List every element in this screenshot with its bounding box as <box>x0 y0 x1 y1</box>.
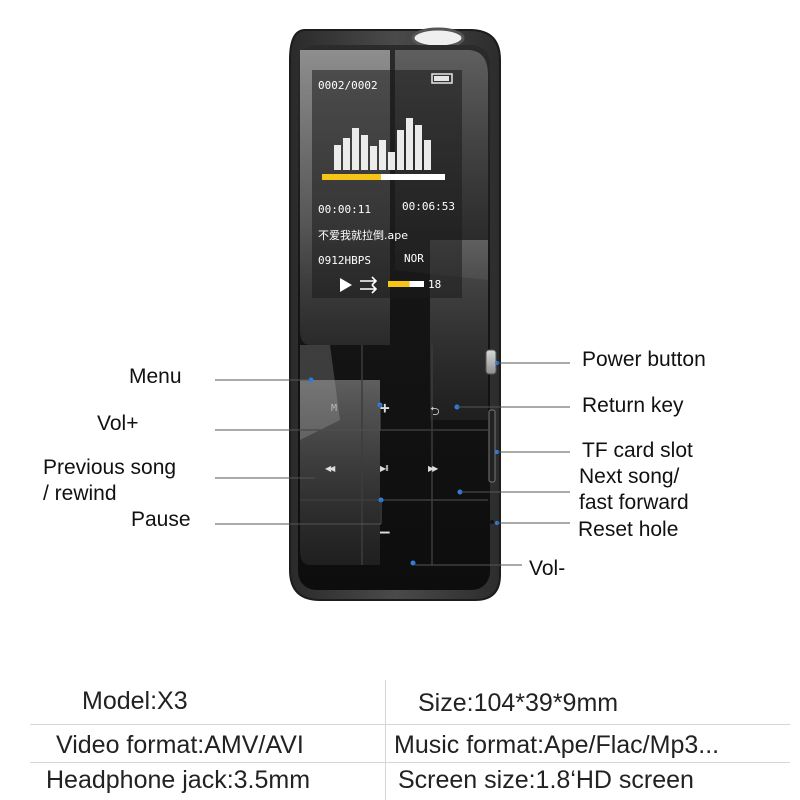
menu-key[interactable]: M <box>331 403 338 414</box>
progress-fill <box>322 174 381 180</box>
spec-model: Model:X3 <box>82 687 188 715</box>
display-screen <box>312 70 462 298</box>
vol-down-key[interactable]: – <box>380 522 390 541</box>
spec-music-format: Music format:Ape/Flac/Mp3... <box>394 731 720 759</box>
return-key[interactable]: ⮌ <box>430 404 440 418</box>
callout-next-song: Next song/ <box>579 465 680 488</box>
reset-hole <box>490 520 494 524</box>
screen-repeat-icon <box>360 276 378 294</box>
time-elapsed: 00:00:11 <box>318 203 371 216</box>
spec-headphone-jack: Headphone jack:3.5mm <box>46 766 311 794</box>
song-title: 不爱我就拉倒.ape <box>318 229 408 242</box>
spec-divider-2 <box>30 762 790 763</box>
key-dots <box>308 361 499 566</box>
volume-fill <box>388 281 410 287</box>
equalizer-bars <box>334 118 431 170</box>
callout-vol-minus: Vol- <box>529 557 566 580</box>
track-counter: 0002/0002 <box>318 79 378 92</box>
power-button <box>485 349 497 375</box>
spec-divider-vertical <box>385 680 386 800</box>
callout-menu: Menu <box>129 365 182 388</box>
volume-value: 18 <box>428 278 442 291</box>
spec-screen-size: Screen size:1.8‘HD screen <box>398 766 694 794</box>
callout-previous-song: Previous song <box>43 456 177 479</box>
callout-fast-forward: fast forward <box>579 491 689 514</box>
prev-key[interactable]: ◀◀ <box>325 464 335 473</box>
spec-size: Size:104*39*9mm <box>418 689 619 717</box>
next-key[interactable]: ▶▶ <box>428 464 438 473</box>
play-pause-key[interactable]: ▶II <box>380 464 389 473</box>
callout-tf-card-slot: TF card slot <box>582 439 693 462</box>
progress-track <box>322 174 445 180</box>
spec-divider-1 <box>30 724 790 725</box>
screen-play-icon <box>340 278 352 292</box>
time-total: 00:06:53 <box>402 200 455 213</box>
eq-mode: NOR <box>404 252 424 265</box>
callout-reset-hole: Reset hole <box>578 518 679 541</box>
spec-video-format: Video format:AMV/AVI <box>56 731 304 759</box>
callout-return-key: Return key <box>582 394 684 417</box>
bitrate: 0912HBPS <box>318 254 371 267</box>
callout-rewind: / rewind <box>43 482 117 505</box>
lanyard-loop <box>411 27 465 49</box>
callout-lines <box>215 362 570 566</box>
callout-vol-plus: Vol+ <box>97 412 139 435</box>
tf-card-slot <box>488 409 496 483</box>
battery-icon <box>431 73 453 84</box>
callout-pause: Pause <box>131 508 191 531</box>
callout-power-button: Power button <box>582 348 706 371</box>
vol-up-key[interactable]: + <box>380 398 390 417</box>
